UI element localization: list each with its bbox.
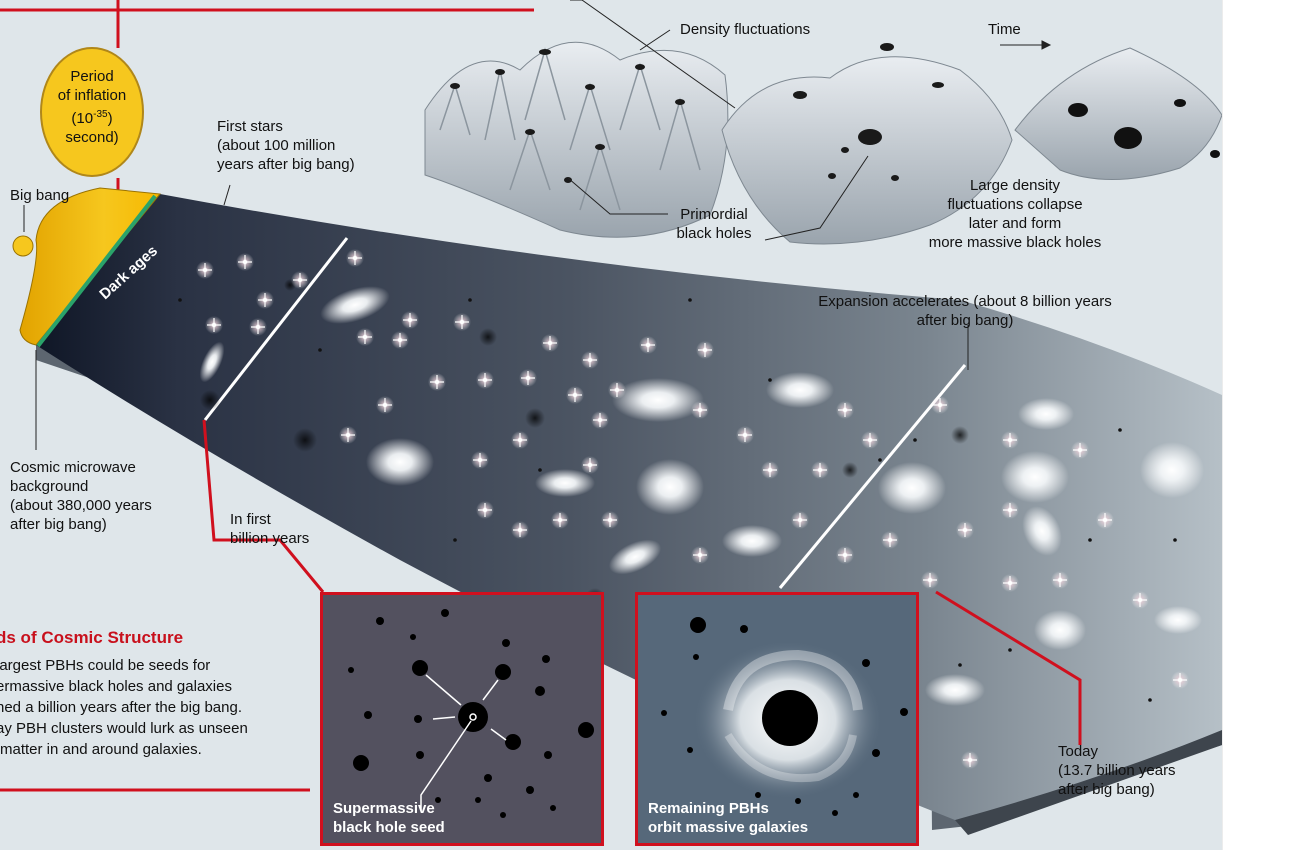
- inflation-exponent: -35: [93, 109, 108, 120]
- inset-supermassive-seed: Supermassive black hole seed: [320, 592, 604, 846]
- expansion-line1: Expansion accelerates (about 8 billion y…: [818, 293, 1112, 310]
- density-terrain-2: [721, 43, 1013, 245]
- big-bang-dot: [12, 235, 34, 257]
- galaxy-illustration: [661, 617, 908, 816]
- inflation-line1: Period: [70, 68, 114, 85]
- large-density-line2: fluctuations collapse: [947, 196, 1083, 213]
- galaxies: [199, 286, 1204, 706]
- sidebar-line3: ned a billion years after the big bang.: [0, 699, 242, 716]
- time-label: Time: [988, 21, 1021, 38]
- right-margin: [1222, 0, 1314, 850]
- first-stars-label: First stars (about 100 million years aft…: [217, 117, 355, 174]
- inset-left-line2: black hole seed: [333, 819, 445, 836]
- primordial-black-holes-label: Primordial black holes: [668, 205, 760, 243]
- expansion-line2: after big bang): [916, 312, 1014, 329]
- inset-right-line2: orbit massive galaxies: [648, 819, 809, 836]
- inflation-line3: (10-35): [42, 105, 142, 128]
- first-billion-line2: billion years: [230, 530, 310, 547]
- cmb-band: [36, 194, 157, 348]
- cmb-label: Cosmic microwave background (about 380,0…: [10, 458, 152, 534]
- today-line3: after big bang): [1058, 781, 1155, 798]
- first-billion-label: In first billion years: [230, 510, 309, 548]
- first-stars-divider: [203, 237, 349, 421]
- primordial-line1: Primordial: [680, 206, 748, 223]
- today-label: Today (13.7 billion years after big bang…: [1058, 742, 1176, 799]
- inset-right-caption: Remaining PBHs orbit massive galaxies: [648, 799, 808, 837]
- today-line1: Today: [1058, 743, 1099, 760]
- inflation-cone: [19, 187, 161, 346]
- expansion-label: Expansion accelerates (about 8 billion y…: [790, 292, 1140, 330]
- inflation-circle: Period of inflation (10-35) second): [40, 47, 144, 177]
- inflation-base: (10: [71, 110, 94, 127]
- cmb-line4: after big bang): [10, 516, 107, 533]
- large-density-line1: Large density: [969, 177, 1061, 194]
- today-line2: (13.7 billion years: [1058, 762, 1176, 779]
- primordial-line2: black holes: [676, 225, 752, 242]
- stars: [178, 249, 1189, 769]
- inset-connectors: [0, 419, 1082, 792]
- sidebar-line2: ermassive black holes and galaxies: [0, 678, 232, 695]
- inset-left-line1: Supermassive: [333, 800, 435, 817]
- sidebar-line5: matter in and around galaxies.: [0, 741, 202, 758]
- cmb-line1: Cosmic microwave: [10, 459, 136, 476]
- inset-left-caption: Supermassive black hole seed: [333, 799, 445, 837]
- inflation-line2: of inflation: [57, 87, 127, 104]
- large-density-label: Large density fluctuations collapse late…: [920, 176, 1110, 252]
- inset-orbit-galaxies: Remaining PBHs orbit massive galaxies: [635, 592, 919, 846]
- cmb-line2: background: [10, 478, 89, 495]
- seed-illustration: [348, 609, 594, 818]
- large-density-line3: later and form: [968, 215, 1062, 232]
- first-stars-line2: (about 100 million: [217, 137, 336, 154]
- density-fluctuations-label: Density fluctuations: [680, 21, 811, 38]
- sidebar-line4: ay PBH clusters would lurk as unseen: [0, 720, 248, 737]
- inset-right-line1: Remaining PBHs: [648, 800, 769, 817]
- infographic-panel: Dark ages: [0, 0, 1222, 850]
- first-stars-line3: years after big bang): [217, 156, 355, 173]
- sidebar-body: largest PBHs could be seeds for ermassiv…: [0, 655, 296, 760]
- timeline-illustration: Dark ages: [0, 0, 1222, 835]
- density-terrain-1: [424, 41, 729, 238]
- density-terrain-3: [1014, 47, 1222, 180]
- big-bang-label: Big bang: [10, 187, 70, 204]
- first-stars-line1: First stars: [217, 118, 283, 135]
- leader-lines: [35, 0, 1052, 450]
- sidebar-line1: largest PBHs could be seeds for: [0, 657, 211, 674]
- sidebar-title: ds of Cosmic Structure: [0, 628, 184, 647]
- large-density-line4: more massive black holes: [928, 234, 1102, 251]
- inflation-line4: second): [65, 129, 119, 146]
- first-billion-line1: In first: [230, 511, 271, 528]
- cmb-line3: (about 380,000 years: [10, 497, 152, 514]
- timeline-slab: [36, 194, 1222, 820]
- inflation-close: ): [107, 110, 113, 127]
